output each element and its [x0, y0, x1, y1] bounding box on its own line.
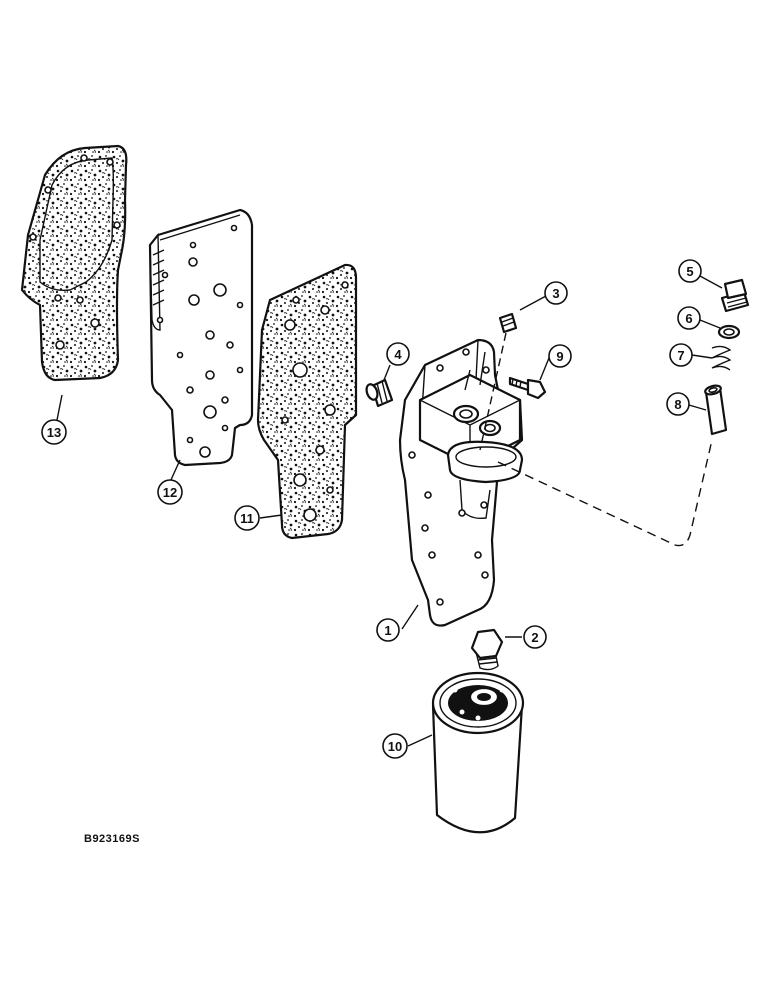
alignment-line: [497, 439, 713, 547]
oil-filter-head-part: [398, 338, 524, 627]
leader-lines: [56, 275, 723, 747]
callout-label: 10: [388, 739, 402, 754]
cover-gasket-part: [20, 144, 128, 382]
gasket-part: [256, 263, 358, 540]
callout-3: 3: [544, 281, 568, 305]
bolt-part: [508, 376, 547, 400]
callout-13: 13: [41, 419, 67, 445]
callout-11: 11: [234, 505, 260, 531]
callout-label: 1: [384, 623, 391, 638]
callout-7: 7: [669, 343, 693, 367]
callout-8: 8: [666, 392, 690, 416]
callout-1: 1: [376, 618, 400, 642]
callout-label: 13: [47, 425, 61, 440]
plug-part-3: [498, 312, 518, 334]
callout-label: 11: [240, 511, 254, 526]
callout-label: 8: [674, 397, 681, 412]
callout-4: 4: [386, 342, 410, 366]
alignment-line: [479, 332, 507, 451]
callout-label: 2: [531, 630, 538, 645]
callout-label: 6: [685, 311, 692, 326]
callout-label: 12: [163, 485, 177, 500]
callout-2: 2: [523, 625, 547, 649]
figure-reference-code: B923169S: [84, 833, 140, 845]
callout-9: 9: [548, 344, 572, 368]
sealing-washer-part: [717, 324, 741, 340]
oil-cooler-element-part: [148, 208, 254, 467]
callout-label: 9: [556, 349, 563, 364]
callout-6: 6: [677, 306, 701, 330]
oil-filter-part: [431, 671, 525, 834]
filter-nipple-part: [470, 628, 504, 671]
callout-label: 3: [552, 286, 559, 301]
callout-label: 4: [394, 347, 402, 362]
callout-label: 7: [677, 348, 684, 363]
callout-5: 5: [678, 259, 702, 283]
callout-label: 5: [686, 264, 693, 279]
callout-10: 10: [382, 733, 408, 759]
plug-part-5: [720, 278, 750, 313]
valve-part: [704, 384, 728, 436]
spring-part: [711, 345, 732, 371]
plug-part-4: [365, 378, 394, 408]
callout-12: 12: [157, 479, 183, 505]
